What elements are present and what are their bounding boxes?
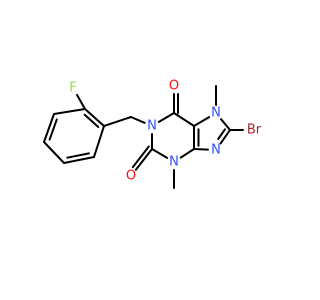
atom-labels-layer: N N O O N N Br F [69,79,262,184]
atom-label-n7: N [211,106,221,121]
bonds-layer [43,85,244,189]
bond-b1-b2 [84,108,105,127]
bond-n3-c2 [151,148,169,159]
bond-b3-b4-inner [48,118,58,141]
bond-c6-c5 [173,112,195,127]
bond-b6-b1 [93,125,105,158]
bond-n1-c6 [157,112,175,123]
bond-n1-ch2 [130,116,146,124]
molecule-structure-diagram: N N O O N N Br F [43,78,262,189]
bond-n7-c8 [220,118,231,131]
atom-label-n9: N [211,143,221,158]
bond-c5-n7 [193,116,211,127]
bond-b1-b2-inner [83,113,100,128]
bond-c2-o2-second [131,145,150,169]
atom-label-o6: O [169,79,179,94]
bond-b5-b6-inner [66,152,90,159]
bond-c4-n3 [179,148,195,159]
atom-label-n1: N [147,119,157,134]
atom-label-o2: O [126,169,136,184]
atom-label-f: F [69,81,76,96]
atom-label-br: Br [247,123,262,138]
bond-b5-b6 [63,156,95,164]
bond-c2-o2 [134,148,153,171]
bond-n9-c4 [193,148,209,151]
bond-b3-b4 [43,113,55,143]
bond-b2-f [76,93,86,110]
bond-c8-n9 [219,129,231,145]
bond-c8-n9-inner [217,128,226,140]
bond-b2-b3 [53,108,86,115]
bond-b4-b5 [43,141,65,164]
bond-ch2-b1 [103,116,132,127]
atom-label-n3: N [169,155,179,170]
